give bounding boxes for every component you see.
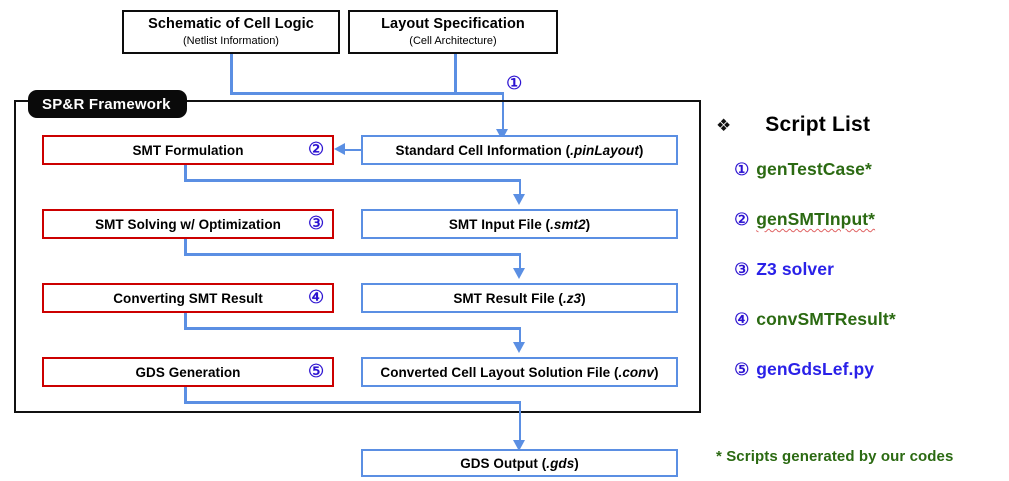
framework-outline [14, 100, 701, 413]
file-label-text-0: Standard Cell Information ( [395, 142, 571, 158]
connector-smtsolve-to-smtresult-arrow [513, 268, 525, 279]
input-box-schematic: Schematic of Cell Logic (Netlist Informa… [122, 10, 340, 54]
step-box-smt-solving[interactable]: SMT Solving w/ Optimization ③ [42, 209, 334, 239]
connector-smtform-across [184, 179, 521, 182]
file-label-close-2: ) [581, 290, 586, 306]
connector-stdcell-to-smtform [345, 148, 361, 151]
file-label-ext-2: .z3 [562, 290, 582, 306]
step-marker-2: ② [307, 139, 324, 160]
connector-convert-down [184, 313, 187, 329]
script-marker-4: ④ [734, 310, 750, 330]
file-label-text-3: Converted Cell Layout Solution File ( [380, 364, 619, 380]
file-box-smt-input-file[interactable]: SMT Input File (.smt2) [361, 209, 678, 239]
file-box-converted-cell-layout-solution-file[interactable]: Converted Cell Layout Solution File (.co… [361, 357, 678, 387]
step-marker-5: ⑤ [307, 361, 324, 382]
connector-stdcell-to-smtform-arrow [334, 143, 345, 155]
input-box-schematic-subtitle: (Netlist Information) [183, 35, 279, 48]
script-marker-5: ⑤ [734, 360, 750, 380]
file-box-smt-result-file-label: SMT Result File (.z3) [453, 291, 585, 306]
file-label-text-1: SMT Input File ( [448, 216, 551, 232]
connector-convert-across [184, 327, 521, 330]
connector-gdsgen-to-gdsoutput-arrow [513, 440, 525, 451]
connector-smtform-to-smtinput-arrow [513, 194, 525, 205]
connector-smtsolve-across [184, 253, 521, 256]
file-label-close-1: ) [585, 216, 591, 232]
file-label-ext-0: .pinLayout [570, 142, 639, 158]
connector-entry-arrow [496, 129, 508, 140]
step-box-converting-smt-result-label: Converting SMT Result [113, 290, 263, 306]
step-marker-3: ③ [307, 213, 324, 234]
step-box-smt-formulation[interactable]: SMT Formulation ② [42, 135, 334, 165]
connector-entry-down [501, 92, 504, 134]
file-box-standard-cell-information-label: Standard Cell Information (.pinLayout) [396, 143, 644, 158]
script-list-header: ❖ Script List [716, 113, 870, 137]
file-box-standard-cell-information[interactable]: Standard Cell Information (.pinLayout) [361, 135, 678, 165]
diamond-bullet-icon: ❖ [716, 115, 732, 135]
step-box-gds-generation-label: GDS Generation [135, 364, 241, 380]
connector-smtform-down [184, 165, 187, 181]
script-list-item-5: ⑤ genGdsLef.py [734, 359, 874, 380]
script-label-5: genGdsLef.py [756, 359, 875, 379]
framework-label-text: SP&R Framework [42, 95, 171, 113]
script-list-item-1: ① genTestCase* [734, 159, 872, 180]
script-marker-2: ② [734, 210, 750, 230]
file-label-ext-1: .smt2 [550, 216, 586, 232]
step-marker-4: ④ [307, 287, 324, 308]
step-box-gds-generation[interactable]: GDS Generation ⑤ [42, 357, 334, 387]
step-box-smt-formulation-label: SMT Formulation [132, 142, 244, 158]
input-box-layout-spec-title: Layout Specification [381, 16, 525, 33]
output-label-text: GDS Output ( [460, 455, 547, 471]
connector-smtform-to-smtinput [518, 179, 521, 197]
connector-layoutspec-down [454, 54, 457, 94]
script-list-item-3: ③ Z3 solver [734, 259, 834, 280]
file-label-close-0: ) [638, 142, 644, 158]
file-box-smt-input-file-label: SMT Input File (.smt2) [449, 217, 590, 232]
connector-gdsgen-to-gdsoutput [518, 401, 521, 443]
script-label-4: convSMTResult* [756, 309, 896, 329]
connector-smtsolve-down [184, 239, 187, 255]
connector-inputs-merge [230, 92, 504, 95]
script-label-2: genSMTInput* [756, 209, 876, 229]
connector-gdsgen-down [184, 387, 187, 403]
script-marker-1: ① [734, 160, 750, 180]
connector-gdsgen-across [184, 401, 521, 404]
script-list-item-2: ② genSMTInput* [734, 209, 875, 230]
script-label-1: genTestCase* [756, 159, 872, 179]
file-box-converted-cell-layout-solution-file-label: Converted Cell Layout Solution File (.co… [380, 365, 658, 380]
output-box-gds-output[interactable]: GDS Output (.gds) [361, 449, 678, 477]
file-label-ext-3: .conv [618, 364, 655, 380]
file-label-text-2: SMT Result File ( [453, 290, 563, 306]
script-label-3: Z3 solver [756, 259, 834, 279]
framework-label: SP&R Framework [28, 90, 187, 118]
connector-schematic-down [230, 54, 233, 94]
entry-marker-1: ① [506, 73, 523, 94]
step-box-smt-solving-label: SMT Solving w/ Optimization [95, 216, 281, 232]
script-list-footnote: * Scripts generated by our codes [716, 448, 954, 465]
step-box-converting-smt-result[interactable]: Converting SMT Result ④ [42, 283, 334, 313]
script-list-item-4: ④ convSMTResult* [734, 309, 896, 330]
file-label-close-3: ) [654, 364, 659, 380]
connector-convert-to-convfile [518, 327, 521, 345]
output-box-gds-output-label: GDS Output (.gds) [460, 456, 579, 471]
script-list-title: Script List [765, 113, 871, 136]
input-box-schematic-title: Schematic of Cell Logic [148, 16, 314, 33]
connector-convert-to-convfile-arrow [513, 342, 525, 353]
input-box-layout-spec-subtitle: (Cell Architecture) [409, 35, 497, 48]
connector-smtsolve-to-smtresult [518, 253, 521, 271]
output-label-close: ) [574, 455, 579, 471]
output-label-ext: .gds [546, 455, 575, 471]
file-box-smt-result-file[interactable]: SMT Result File (.z3) [361, 283, 678, 313]
input-box-layout-spec: Layout Specification (Cell Architecture) [348, 10, 558, 54]
script-marker-3: ③ [734, 260, 750, 280]
